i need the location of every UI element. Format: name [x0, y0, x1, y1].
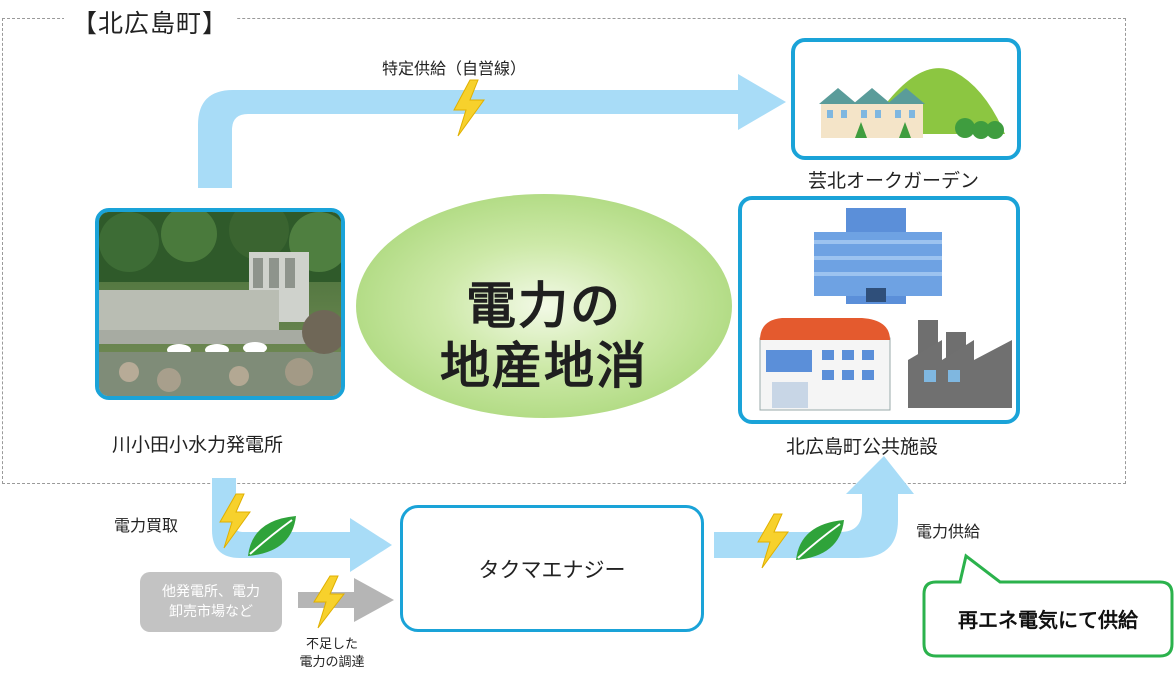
specific-supply-arrow [198, 74, 786, 188]
school-icon [759, 318, 891, 411]
procurement-arrow [298, 578, 394, 622]
town-region-border [2, 18, 1126, 484]
takuma-energy-label: タクマエナジー [478, 557, 626, 582]
building-icon [814, 208, 942, 304]
public-facilities-frame [738, 196, 1020, 424]
center-title: 電力の 地産地消 [356, 222, 732, 450]
power-plant-label: 川小田小水力発電所 [112, 434, 284, 456]
region-label: 【北広島町】 [64, 4, 237, 40]
other-sources-line2: 卸売市場など [169, 604, 253, 620]
shortfall-label: 不足した 電力の調達 [284, 636, 380, 672]
other-sources-line1: 他発電所、電力 [162, 584, 260, 600]
leaf-icon [796, 520, 844, 560]
power-plant-frame [95, 208, 345, 400]
public-facilities-label: 北広島町公共施設 [786, 436, 939, 458]
shortfall-line2: 電力の調達 [299, 655, 365, 670]
purchase-label: 電力買取 [114, 516, 179, 535]
lightning-icon [219, 493, 251, 549]
center-title-line1: 電力の [466, 277, 622, 335]
house-icon [819, 88, 857, 138]
factory-icon [908, 320, 1012, 408]
other-sources-box: 他発電所、電力 卸売市場など [140, 572, 282, 632]
leaf-icon [248, 516, 296, 556]
dam-photo [99, 212, 341, 396]
house-icon [887, 88, 925, 138]
callout-text: 再エネ電気にて供給 [958, 607, 1138, 632]
lightning-icon [453, 79, 485, 137]
local-production-ellipse [356, 194, 732, 418]
oak-garden-label: 芸北オークガーデン [808, 170, 980, 192]
shortfall-line1: 不足した [305, 637, 358, 652]
lightning-icon [313, 575, 346, 629]
specific-supply-label: 特定供給（自営線） [382, 59, 527, 78]
supply-label: 電力供給 [916, 522, 981, 541]
takuma-energy-box: タクマエナジー [400, 505, 704, 632]
resort-illustration [819, 68, 1005, 139]
house-icon [853, 88, 891, 138]
facilities-illustration [759, 208, 1012, 411]
oak-garden-frame [791, 38, 1021, 160]
lightning-icon [757, 513, 789, 569]
callout-bubble [922, 553, 1174, 658]
center-title-line2: 地産地消 [440, 337, 648, 395]
